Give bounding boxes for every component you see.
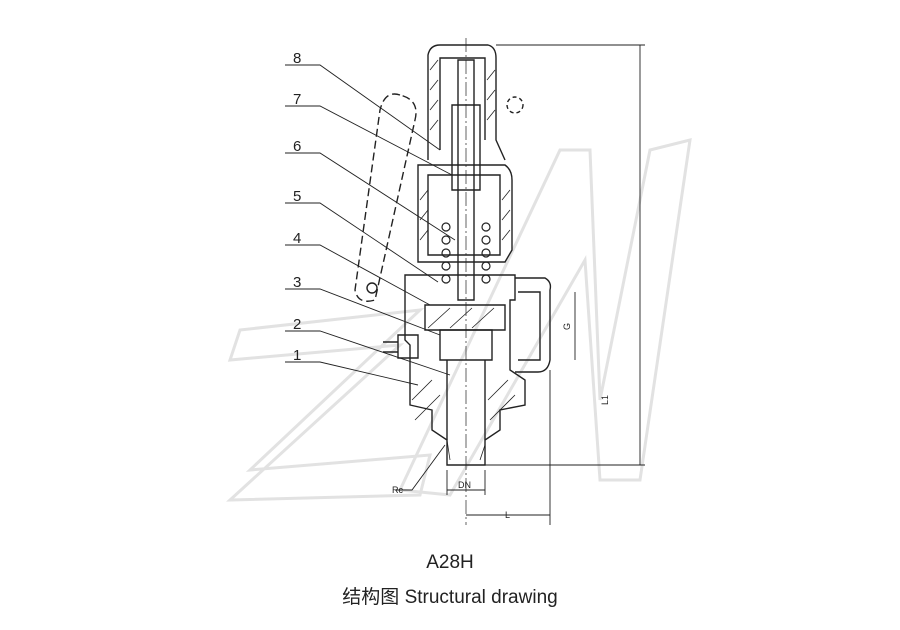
rc-label: Rc [392,485,403,495]
l-label: L [505,510,510,520]
l1-label: L1 [600,395,610,405]
part-leaders [285,64,456,491]
part-label-7: 7 [293,91,301,108]
part-label-3: 3 [293,274,301,291]
model-number: A28H [426,552,474,573]
part-label-6: 6 [293,138,301,155]
part-label-2: 2 [293,316,301,333]
drawing-caption: 结构图 Structural drawing [342,587,558,608]
valve-body [354,38,552,525]
part-label-4: 4 [293,230,301,247]
g-label: G [562,323,572,330]
part-label-5: 5 [293,188,301,205]
dimension-lines [446,44,645,525]
dn-label: DN [458,480,471,490]
part-label-8: 8 [293,50,301,67]
part-label-1: 1 [293,347,301,364]
